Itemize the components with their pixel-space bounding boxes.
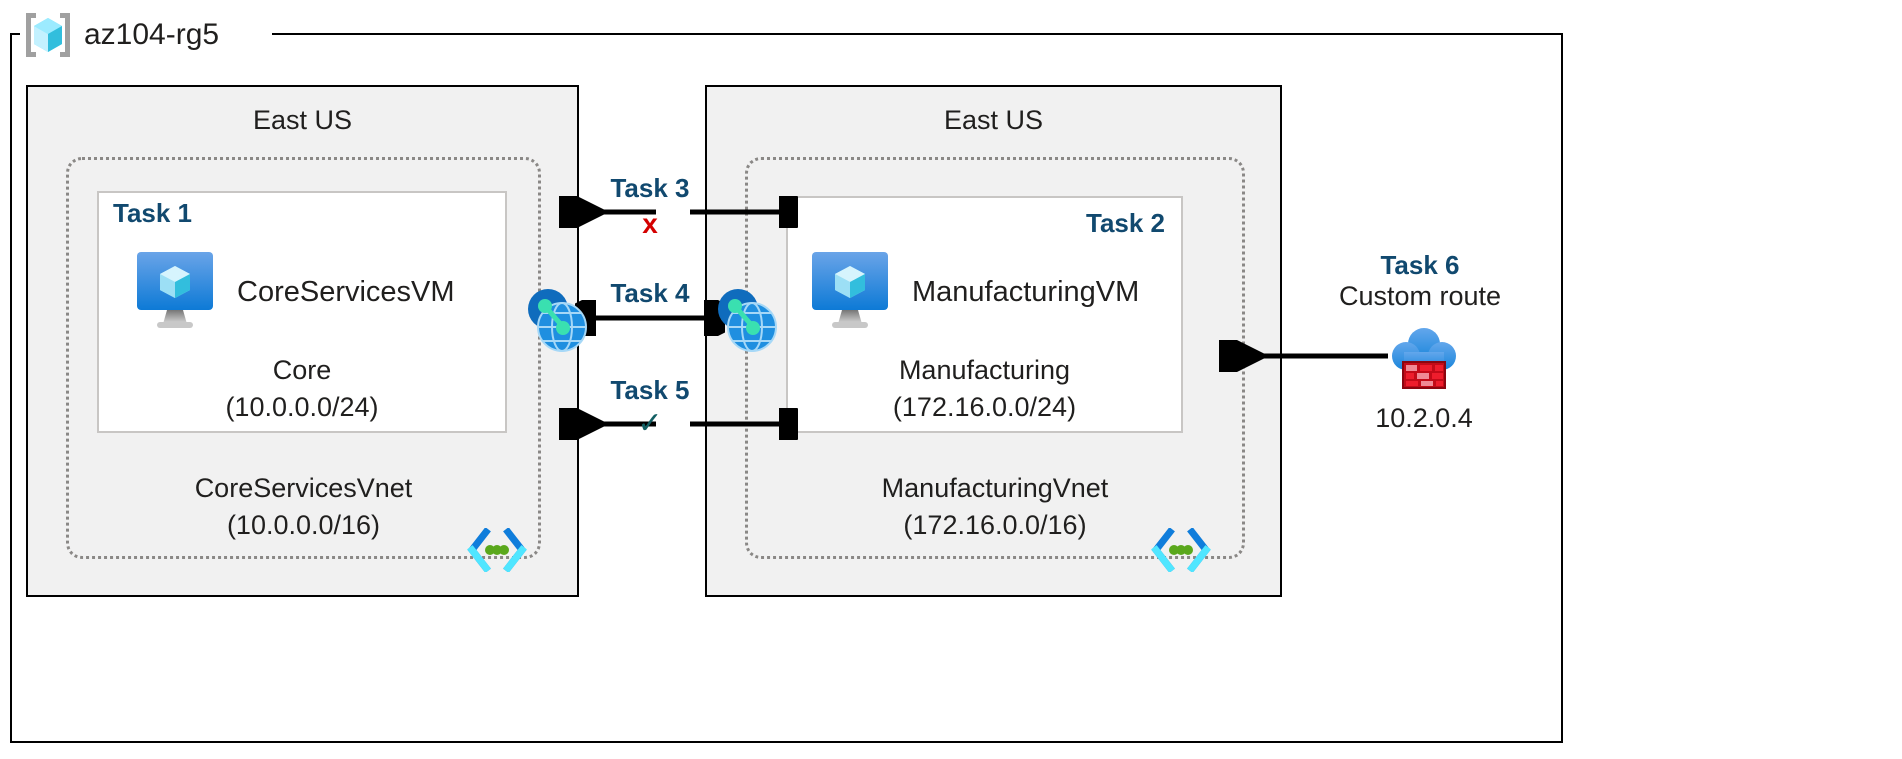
task-label-2: Task 2 <box>1086 208 1166 238</box>
task-3-status-marker: x <box>642 208 658 239</box>
vm-coreservicesvm: CoreServicesVM <box>131 250 455 335</box>
vnet-cidr-coreservices: (10.0.0.0/16) <box>226 510 381 540</box>
task-label-3: Task 3 <box>610 173 690 203</box>
region-label-left: East US <box>252 105 353 135</box>
subnet-label-core: Core (10.0.0.0/24) <box>97 352 507 426</box>
vm-manufacturingvm: ManufacturingVM <box>806 250 1139 335</box>
task-label-5: Task 5 <box>610 375 690 405</box>
subnet-name-core: Core <box>272 355 332 385</box>
vm-name-coreservicesvm: CoreServicesVM <box>237 276 455 308</box>
subnet-cidr-manufacturing: (172.16.0.0/24) <box>892 392 1077 422</box>
firewall-cloud-icon <box>1386 322 1462 401</box>
custom-route-title: Custom route <box>1338 281 1502 311</box>
vnet-peering-icon <box>711 283 783 360</box>
code-brackets-dots-icon <box>1150 527 1212 577</box>
vnet-cidr-manufacturing: (172.16.0.0/16) <box>903 510 1087 540</box>
vnet-name-coreservices: CoreServicesVnet <box>194 473 413 503</box>
task-label-1: Task 1 <box>113 198 193 228</box>
vnet-name-manufacturing: ManufacturingVnet <box>881 473 1109 503</box>
subnet-cidr-core: (10.0.0.0/24) <box>225 392 379 422</box>
connector-task-4 <box>575 300 725 336</box>
connector-task-3 <box>559 196 798 228</box>
vnet-box-coreservices <box>66 157 541 559</box>
resource-group-cube-icon <box>22 9 74 61</box>
code-brackets-dots-icon <box>466 527 528 577</box>
task-label-6: Task 6 <box>1380 250 1460 280</box>
vnet-label-manufacturing: ManufacturingVnet (172.16.0.0/16) <box>745 470 1245 544</box>
subnet-name-manufacturing: Manufacturing <box>898 355 1071 385</box>
resource-group-title: az104-rg5 <box>22 9 219 61</box>
vnet-peering-icon <box>521 283 593 360</box>
subnet-label-manufacturing: Manufacturing (172.16.0.0/24) <box>786 352 1183 426</box>
connector-custom-route <box>1219 340 1388 372</box>
virtual-machine-icon <box>806 250 894 335</box>
virtual-machine-icon <box>131 250 219 335</box>
subnet-box-core <box>97 191 507 433</box>
task-5-status-marker: ✓ <box>637 407 663 440</box>
vnet-label-coreservices: CoreServicesVnet (10.0.0.0/16) <box>66 470 541 544</box>
resource-group-container <box>10 33 1563 743</box>
resource-group-name: az104-rg5 <box>84 18 220 51</box>
vm-name-manufacturingvm: ManufacturingVM <box>912 276 1140 308</box>
connector-task-5 <box>559 408 798 440</box>
custom-route-ip-address: 10.2.0.4 <box>1375 403 1473 433</box>
region-label-right: East US <box>943 105 1044 135</box>
